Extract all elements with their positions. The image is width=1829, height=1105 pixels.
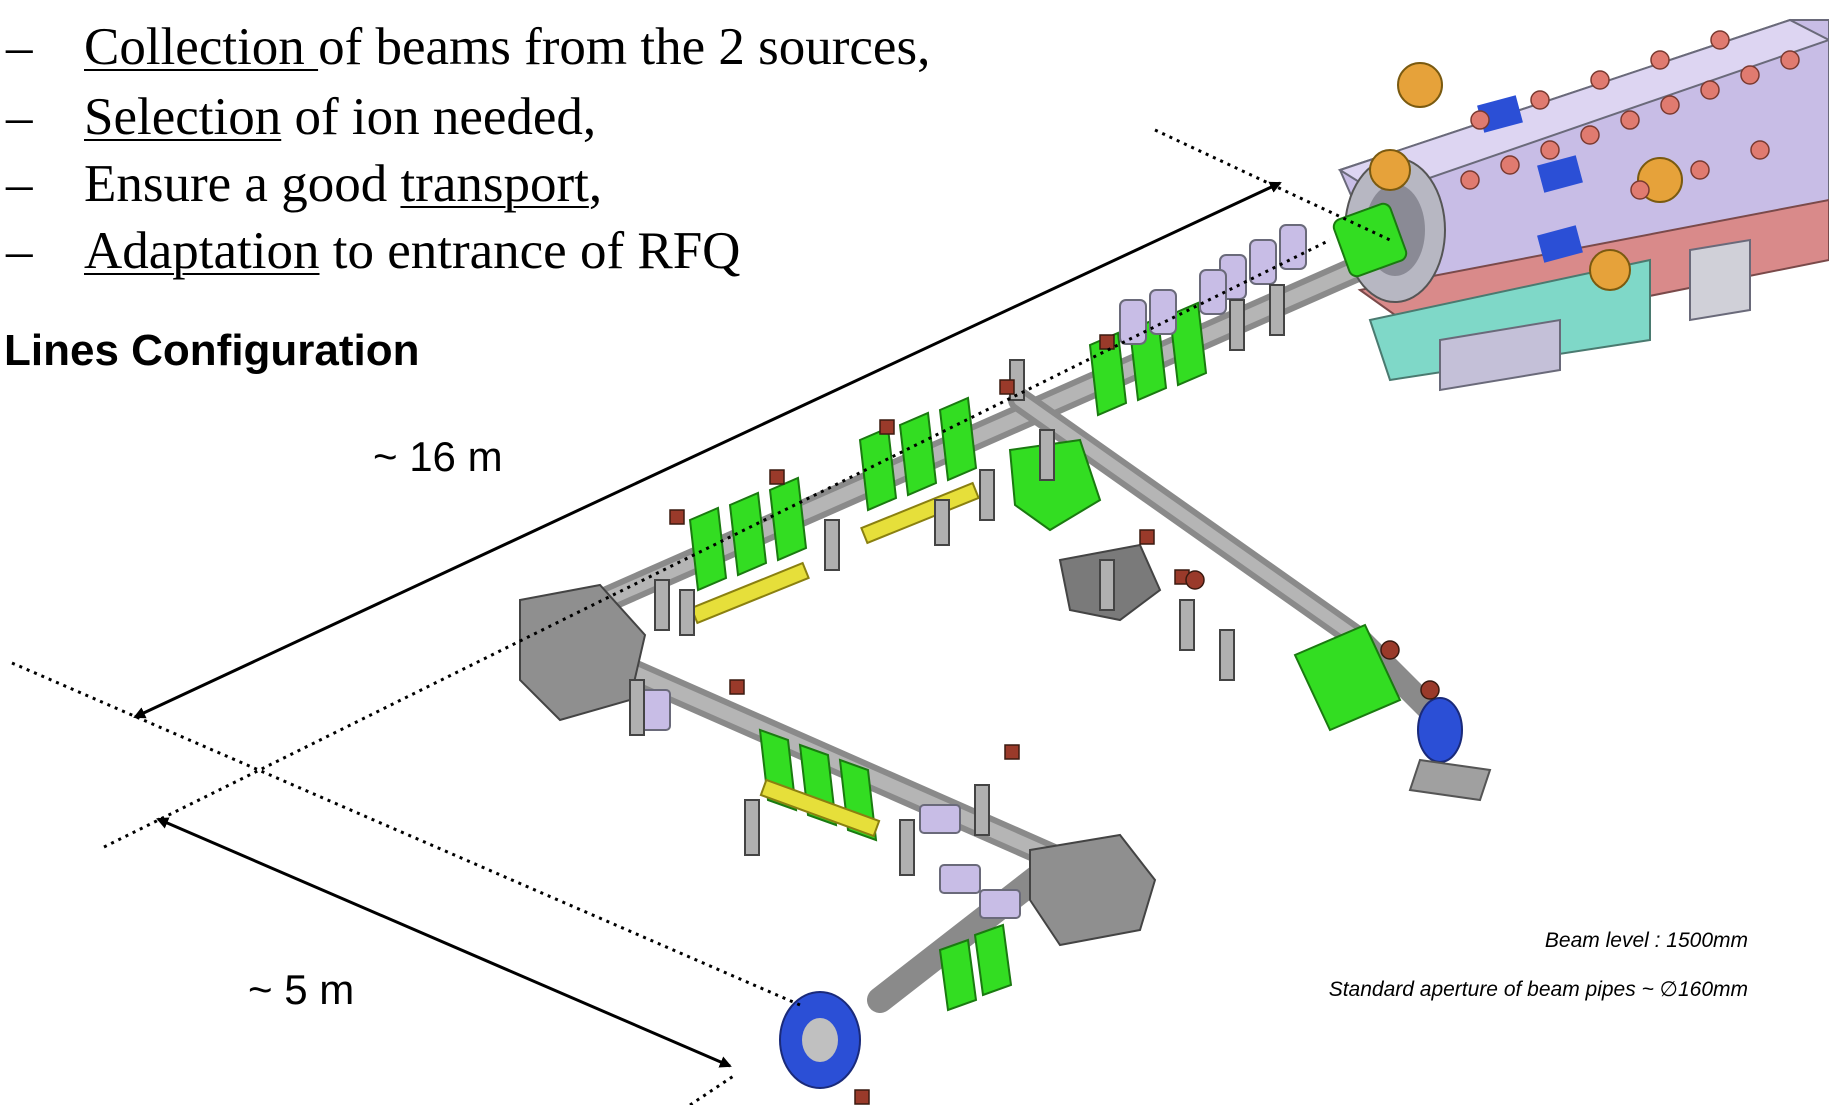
bullet-dash: – — [6, 88, 33, 146]
dimension-arrows — [133, 181, 1282, 1068]
dimension-long-label: ~ 16 m — [373, 433, 503, 480]
bullet-underlined: Collection — [84, 18, 319, 76]
bullet-post: of ion needed, — [281, 88, 597, 146]
bullet-dash: – — [6, 155, 33, 213]
bullet-dash: – — [6, 222, 33, 280]
arrow-5m — [156, 817, 732, 1068]
bullet-dash: – — [6, 18, 33, 76]
aperture-note: Standard aperture of beam pipes ~ ∅160mm — [1328, 978, 1748, 1001]
dimension-short-label: ~ 5 m — [248, 966, 355, 1013]
arrow-16m — [133, 181, 1282, 719]
rfq-cavity — [1332, 18, 1829, 392]
bullet-underlined: Selection — [84, 88, 282, 146]
source-solenoid — [779, 623, 1492, 1089]
bullet-post: of beams from the 2 sources, — [318, 18, 931, 76]
dipole-magnets — [519, 438, 1162, 947]
beam-level-note: Beam level : 1500mm — [1544, 929, 1748, 952]
